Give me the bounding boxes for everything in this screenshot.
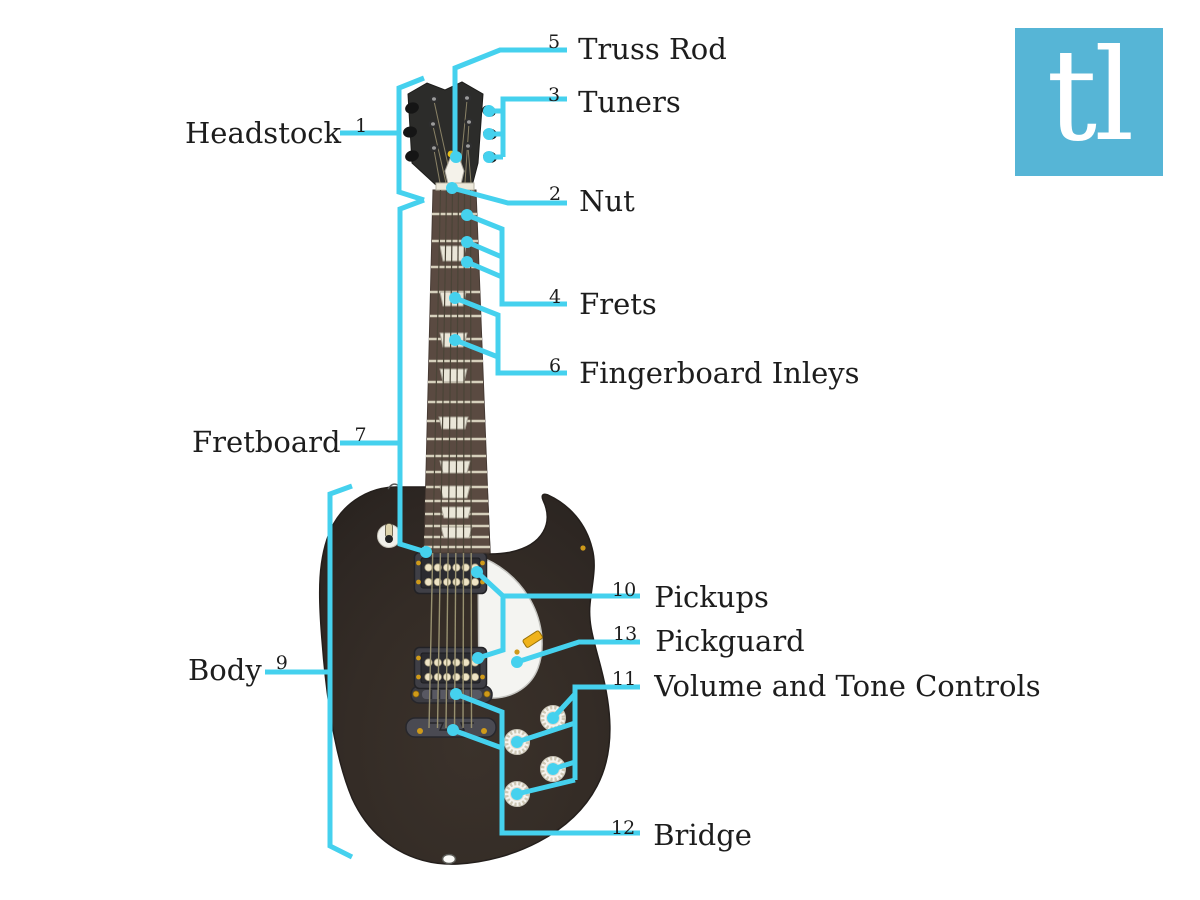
label-number: 11 — [612, 668, 637, 690]
label-truss-rod: 5 Truss Rod — [548, 31, 727, 66]
leader-fretboard — [340, 197, 427, 555]
label-number: 13 — [613, 623, 638, 645]
label-text: Tuners — [578, 85, 681, 119]
label-number: 4 — [549, 286, 562, 308]
label-text: Nut — [579, 184, 635, 218]
label-number: 10 — [612, 579, 637, 601]
label-text: Truss Rod — [578, 32, 727, 66]
jack-plate — [522, 630, 543, 648]
label-text: Pickups — [654, 580, 769, 614]
label-text: Pickguard — [655, 624, 805, 658]
label-body: Body 9 — [188, 652, 288, 687]
leader-body — [265, 483, 354, 860]
label-frets: 4 Frets — [549, 286, 657, 321]
label-fretboard: Fretboard 7 — [192, 424, 367, 459]
label-number: 12 — [611, 817, 636, 839]
label-volume-tone-controls: 11 Volume and Tone Controls — [612, 668, 1041, 703]
leader-frets — [466, 212, 567, 307]
label-number: 5 — [548, 31, 561, 53]
label-bridge: 12 Bridge — [611, 817, 752, 852]
label-text: Fretboard — [192, 425, 341, 459]
label-tuners: 3 Tuners — [548, 84, 681, 119]
label-text: Body — [188, 653, 262, 687]
leader-bridge — [452, 691, 640, 836]
leader-dots — [420, 105, 559, 800]
label-number: 1 — [355, 115, 368, 137]
brand-logo: tl — [1015, 22, 1163, 176]
leader-headstock — [340, 75, 425, 203]
label-text: Frets — [579, 287, 657, 321]
label-text: Headstock — [185, 116, 342, 150]
brand-logo-text: tl — [1046, 22, 1135, 169]
label-pickups: 10 Pickups — [612, 579, 769, 614]
leader-volume-tone — [516, 684, 640, 797]
label-number: 6 — [549, 355, 562, 377]
label-headstock: Headstock 1 — [185, 115, 368, 150]
label-number: 3 — [548, 84, 561, 106]
label-text: Fingerboard Inleys — [579, 356, 860, 390]
leader-lines — [265, 47, 640, 860]
tuner-posts — [428, 94, 474, 152]
leader-pickups — [475, 570, 640, 661]
pickguard-screw — [514, 649, 520, 655]
label-text: Volume and Tone Controls — [654, 669, 1041, 703]
label-nut: 2 Nut — [549, 183, 635, 218]
label-number: 2 — [549, 183, 562, 205]
leader-pickguard — [516, 639, 640, 665]
leader-truss-rod — [452, 47, 567, 157]
leader-fingerboard-inleys — [454, 295, 567, 376]
strap-button — [441, 853, 457, 865]
leader-tuners — [489, 96, 567, 160]
label-pickguard: 13 Pickguard — [613, 623, 805, 658]
toggle-switch — [377, 523, 401, 548]
leader-nut — [451, 185, 567, 206]
label-text: Bridge — [653, 818, 752, 852]
pickguard-bracket-screw — [580, 545, 586, 551]
label-fingerboard-inleys: 6 Fingerboard Inleys — [549, 355, 860, 390]
label-number: 7 — [354, 424, 367, 446]
label-number: 9 — [275, 652, 288, 674]
